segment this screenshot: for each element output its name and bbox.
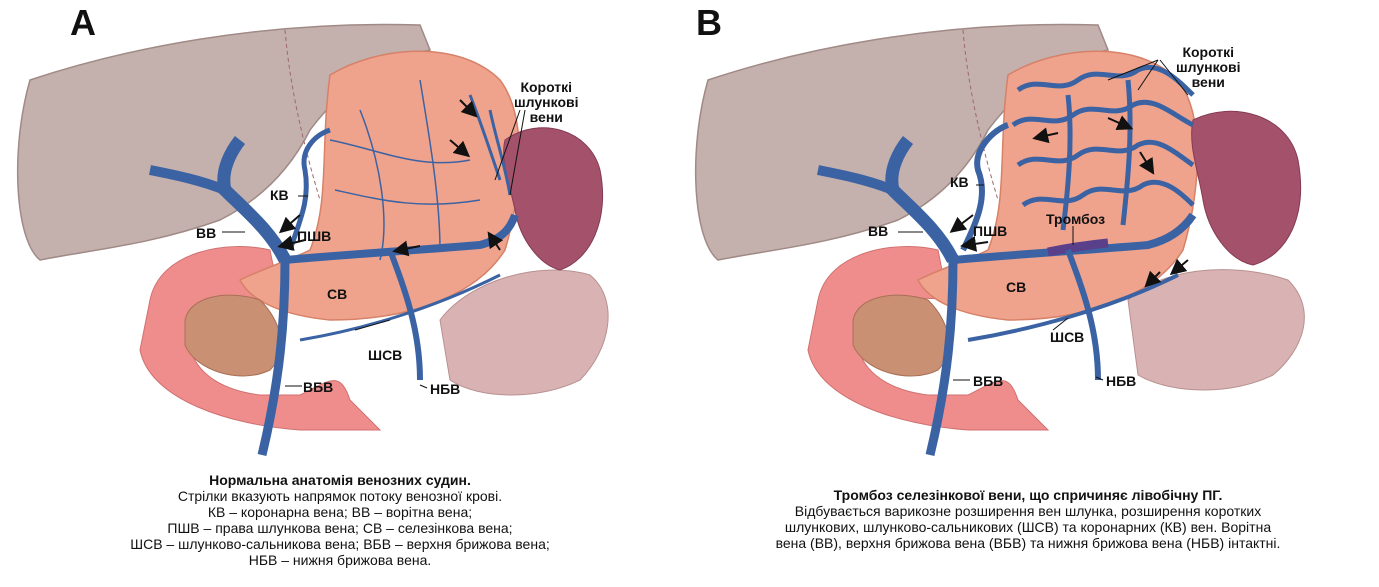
label-vv: ВВ <box>868 224 888 239</box>
label-shsv: ШСВ <box>1050 330 1084 345</box>
label-sv: СВ <box>1006 280 1026 295</box>
caption-line: Відбувається варикозне розширення вен шл… <box>688 503 1368 519</box>
pancreas <box>853 295 949 376</box>
label-vbv: ВБВ <box>973 374 1003 389</box>
label-kv: КВ <box>270 188 289 203</box>
label-sv: СВ <box>327 287 347 302</box>
panel-a: A Короткі шлункові вени КВ ВВ ПШВ СВ ШСВ… <box>0 0 680 587</box>
caption-title: Нормальна анатомія венозних судин. <box>0 472 680 488</box>
caption-line: ШСВ – шлунково-сальникова вена; ВБВ – ве… <box>0 536 680 552</box>
label-line: вени <box>1176 75 1241 90</box>
label-line: вени <box>514 110 579 125</box>
panel-b-illustration <box>688 0 1368 470</box>
caption-line: ПШВ – права шлункова вена; СВ – селезінк… <box>0 520 680 536</box>
caption-title: Тромбоз селезінкової вени, що спричиняє … <box>688 487 1368 503</box>
label-pshv: ПШВ <box>297 229 331 244</box>
label-nbv: НБВ <box>1106 374 1136 389</box>
panel-b-letter: B <box>696 2 722 44</box>
label-line: шлункові <box>1176 60 1241 75</box>
label-kv: КВ <box>950 175 969 190</box>
pancreas <box>185 295 281 376</box>
panel-a-letter: A <box>70 2 96 44</box>
panel-b-caption: Тромбоз селезінкової вени, що спричиняє … <box>688 487 1368 551</box>
panel-a-illustration <box>0 0 680 470</box>
panel-b: B Короткі шлункові вени КВ ВВ ПШВ Тромбо… <box>688 0 1368 587</box>
caption-line: шлункових, шлунково-сальникових (ШСВ) та… <box>688 519 1368 535</box>
caption-line: вена (ВВ), верхня брижова вена (ВБВ) та … <box>688 535 1368 551</box>
caption-line: НБВ – нижня брижова вена. <box>0 552 680 568</box>
label-vv: ВВ <box>196 226 216 241</box>
label-line: Короткі <box>514 80 579 95</box>
label-thrombosis: Тромбоз <box>1046 212 1105 227</box>
label-short-gastric-veins: Короткі шлункові вени <box>514 80 579 125</box>
label-nbv: НБВ <box>430 382 460 397</box>
label-line: шлункові <box>514 95 579 110</box>
panel-a-caption: Нормальна анатомія венозних судин. Стріл… <box>0 472 680 568</box>
label-pshv: ПШВ <box>973 224 1007 239</box>
label-vbv: ВБВ <box>303 380 333 395</box>
caption-line: КВ – коронарна вена; ВВ – ворітна вена; <box>0 504 680 520</box>
label-short-gastric-veins: Короткі шлункові вени <box>1176 45 1241 90</box>
spleen <box>1192 111 1301 265</box>
caption-line: Стрілки вказують напрямок потоку венозно… <box>0 488 680 504</box>
label-line: Короткі <box>1176 45 1241 60</box>
label-shsv: ШСВ <box>368 348 402 363</box>
